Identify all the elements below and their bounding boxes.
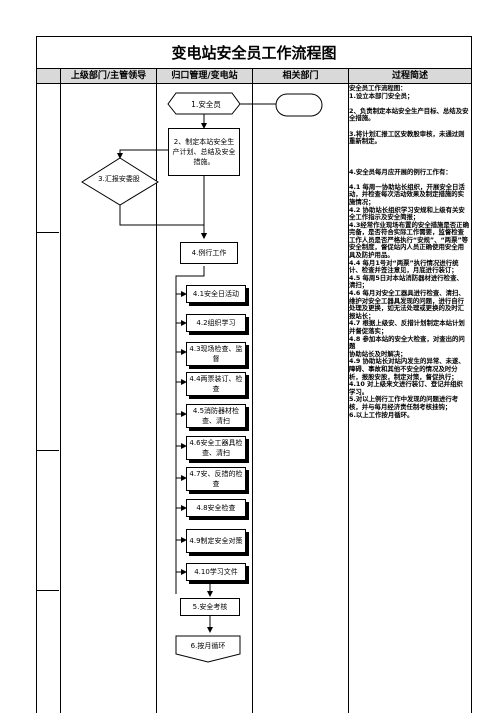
step4-box: 4.例行工作 xyxy=(180,242,238,264)
description-line: 4.6 每月对安全工器具进行检查、清扫、维护对安全工器具发现的问题，进行自行处理… xyxy=(349,289,465,320)
description-line: 4.8 参加本站的安全大检查，对查出的问题 xyxy=(349,334,465,351)
substep-4-7: 4.7安、反措的检查 xyxy=(186,467,246,491)
header-station: 归口管理/变电站 xyxy=(157,69,253,83)
page-title: 变电站安全员工作流程图 xyxy=(36,36,472,69)
description-line: 协助站长及时解决； xyxy=(349,349,407,358)
substep-label: 4.8安全检查 xyxy=(196,504,236,512)
step5-box: 5.安全考核 xyxy=(180,598,240,616)
column-divider xyxy=(156,82,157,713)
step2-box: 2、制定本站安全生产计划、总结及安全措施。 xyxy=(168,128,240,176)
step3-label: 3.汇报安委股 xyxy=(98,175,140,183)
description-line: 安全员工作流程图： xyxy=(349,84,407,92)
description-line: 4.10 对上级来文进行装订、登记并组织学习。 xyxy=(349,380,463,396)
substep-label: 4.1安全日活动 xyxy=(192,290,240,298)
step6-label: 6.按月循环 xyxy=(190,642,226,650)
header-blank-cell xyxy=(37,69,61,83)
row-divider xyxy=(37,450,59,451)
substep-label: 4.9制定安全对策 xyxy=(189,537,243,545)
column-divider xyxy=(252,82,253,713)
description-line: 1.设立本部门安全员； xyxy=(349,91,414,100)
description-line: 4.7 根据上级安、反措计划制定本站计划并督促落实； xyxy=(349,319,465,335)
substep-label: 4.2组织学习 xyxy=(196,319,236,327)
description-line: 4.4 每月1号对“两票”执行情况进行统计、检查并签注意见，月底进行装订； xyxy=(349,258,459,275)
substep-4-2: 4.2组织学习 xyxy=(186,314,246,332)
description-line: 4.1 每周一协助站长组织，开展安全日活动，并检查每次活动效果及制定措施的实施情… xyxy=(349,182,465,206)
step1-label: 1.安全员 xyxy=(191,99,221,109)
description-line: 4.3经常作业现场布置的安全措施是否正确完备，是否符合实际工作需要，监督检查工作… xyxy=(349,220,469,260)
substep-4-9: 4.9制定安全对策 xyxy=(186,529,246,553)
step2-label: 2、制定本站安全生产计划、总结及安全措施。 xyxy=(172,138,236,166)
description-line: 2、负责制定本站安全生产目标、总结及安全措施。 xyxy=(349,106,469,123)
table-header: 上级部门/主管领导 归口管理/变电站 相关部门 过程简述 xyxy=(36,68,472,84)
substep-label: 4.10学习文件 xyxy=(194,568,238,576)
substep-4-1: 4.1安全日活动 xyxy=(186,285,246,303)
row-divider xyxy=(37,232,59,233)
column-divider xyxy=(348,82,349,713)
column-divider xyxy=(60,82,61,713)
step4-label: 4.例行工作 xyxy=(191,249,227,257)
step5-label: 5.安全考核 xyxy=(192,603,228,611)
substep-4-6: 4.6安全工器具检查、清扫 xyxy=(186,436,246,460)
description-line: 4.安全员每月应开展的例行工作有： xyxy=(349,167,452,176)
substep-4-4: 4.4两票装订、检查 xyxy=(186,372,246,396)
description-line: 4.5 每周5日对本站消防器材进行检查、清扫； xyxy=(349,273,463,290)
description-line: 6.以上工作按月循环。 xyxy=(349,410,414,419)
substep-label: 4.7安、反措的检查 xyxy=(189,470,243,488)
substep-4-5: 4.5消防器材检查、清扫 xyxy=(186,404,246,428)
description-line xyxy=(349,153,469,161)
row-divider xyxy=(37,590,59,591)
header-related: 相关部门 xyxy=(253,69,349,83)
header-superior: 上级部门/主管领导 xyxy=(61,69,157,83)
description-line: 3.将计划汇报工区安教股审核，未通过则重新制定。 xyxy=(349,129,465,146)
substep-4-8: 4.8安全检查 xyxy=(186,499,246,517)
substep-label: 4.5消防器材检查、清扫 xyxy=(192,407,240,425)
description-line: 5.对以上例行工作中发现的问题进行考核，并与每月经济责任制考核挂钩； xyxy=(349,395,459,411)
header-description: 过程简述 xyxy=(391,71,428,81)
flow-grid xyxy=(36,82,472,713)
description-line: 4.9 协助站长对站内发生的异常、未遂、障碍、事故和其他不安全的情况及时分析，报… xyxy=(349,357,465,381)
substep-label: 4.4两票装订、检查 xyxy=(189,375,243,393)
description-line xyxy=(349,146,469,154)
substep-label: 4.3现场检查、监督 xyxy=(189,345,243,363)
substep-4-10: 4.10学习文件 xyxy=(186,563,246,581)
description-line: 4.2 协助站长组织学习安规和上级有关安全工作指示及安全简报； xyxy=(349,205,465,222)
substep-label: 4.6安全工器具检查、清扫 xyxy=(189,439,243,457)
substep-4-3: 4.3现场检查、监督 xyxy=(186,342,246,366)
process-description: 安全员工作流程图：1.设立本部门安全员； 2、负责制定本站安全生产目标、总结及安… xyxy=(349,84,469,419)
